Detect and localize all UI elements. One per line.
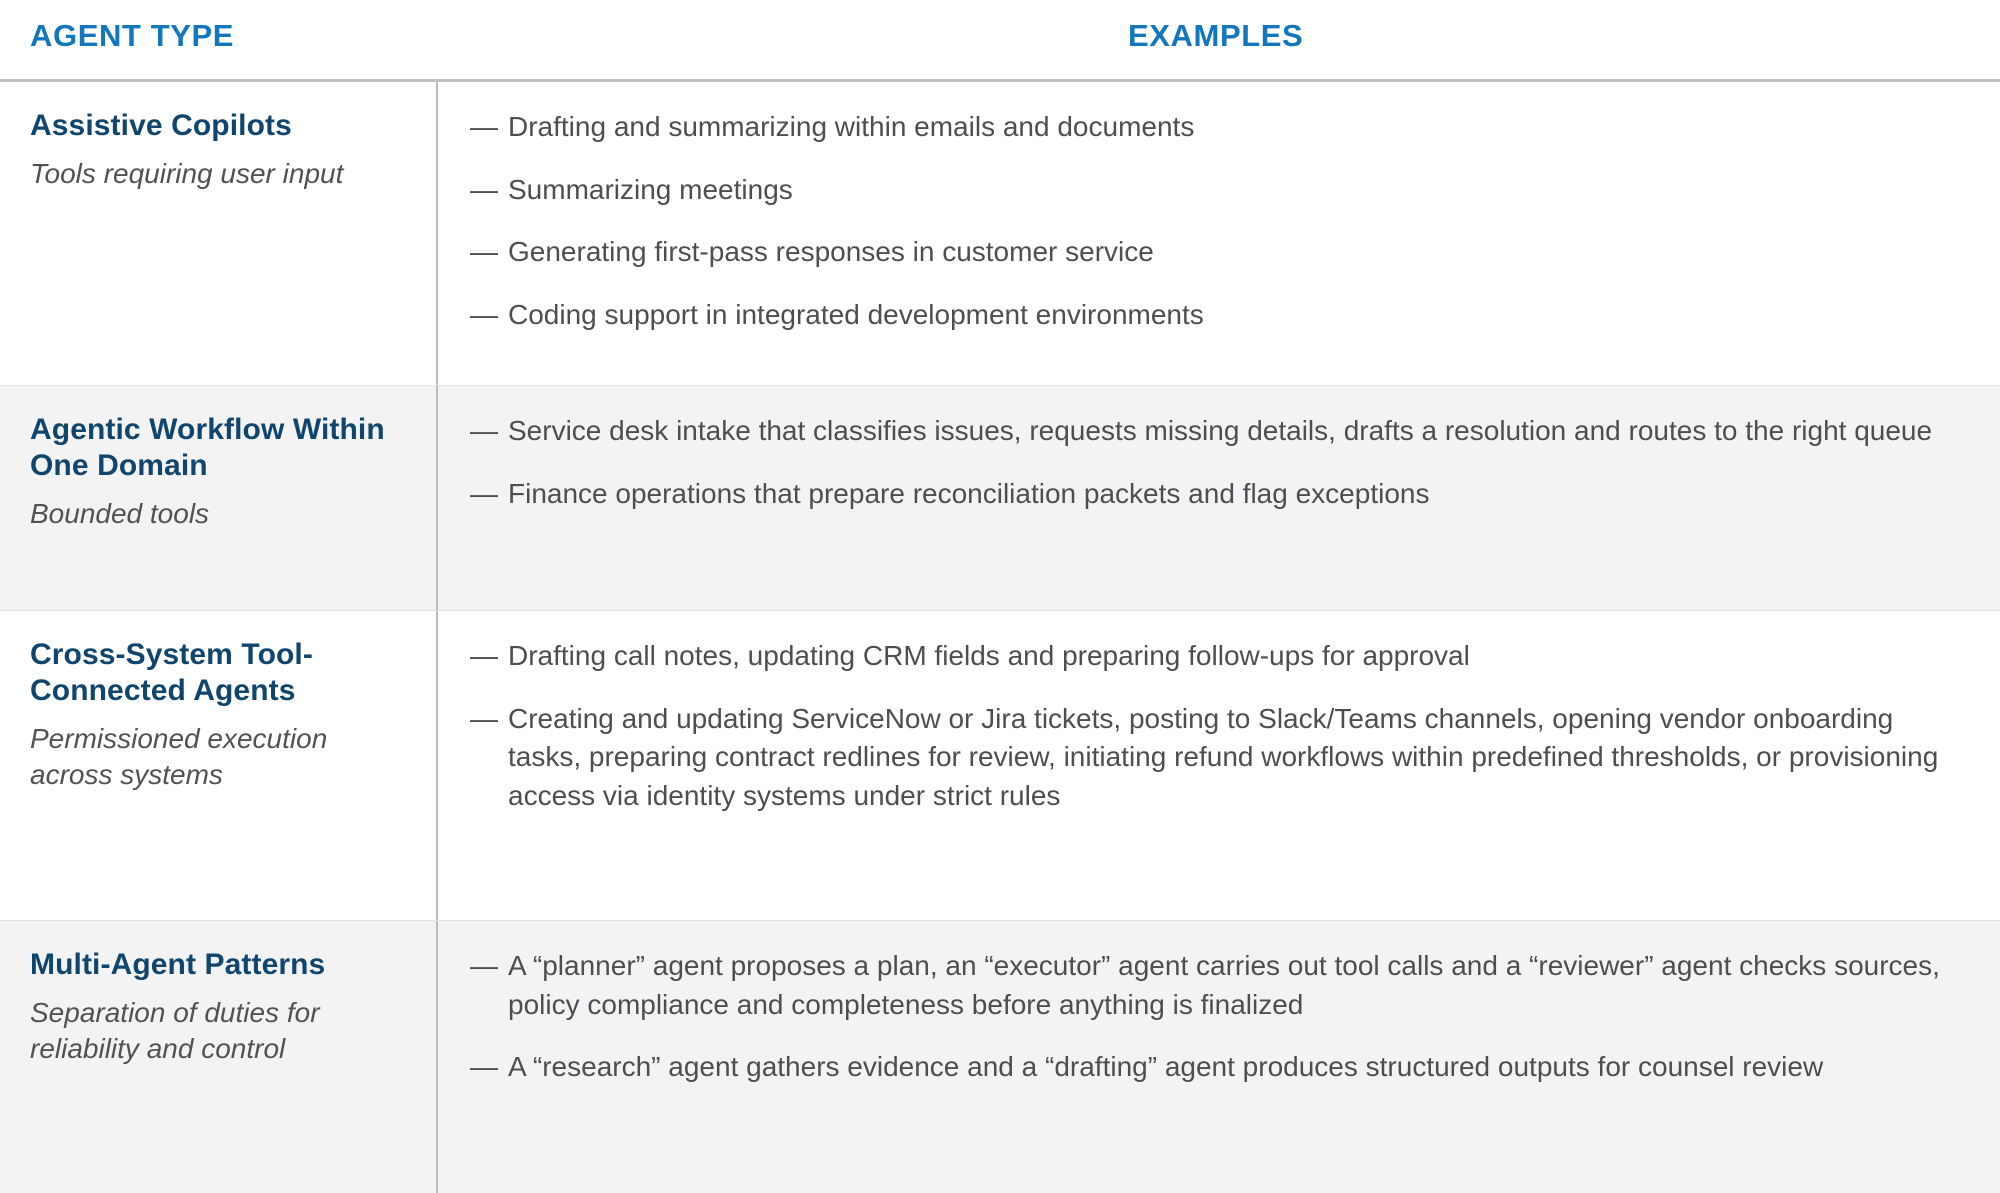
agent-type-title: Assistive Copilots [30,109,292,142]
table-header-row: AGENT TYPE EXAMPLES [0,0,2000,82]
example-list-item: — Drafting and summarizing within emails … [470,108,1970,147]
example-list-item: — A “planner” agent proposes a plan, an “… [470,947,1970,1024]
em-dash-bullet-icon: — [470,702,498,734]
example-text: Drafting call notes, updating CRM fields… [508,640,1470,671]
example-list-item: — Summarizing meetings [470,171,1970,210]
em-dash-bullet-icon: — [470,298,498,330]
em-dash-bullet-icon: — [470,111,498,142]
em-dash-bullet-icon: — [470,950,498,981]
examples-cell: — Service desk intake that classifies iss… [438,386,2000,610]
example-text: A “planner” agent proposes a plan, an “e… [508,950,1940,1020]
agent-type-subtitle: Separation of duties for reliability and… [30,997,320,1064]
examples-cell: — A “planner” agent proposes a plan, an “… [438,921,2000,1193]
agent-type-title: Cross-System Tool-Connected Agents [30,638,313,707]
example-list-item: — Creating and updating ServiceNow or Jir… [470,700,1970,816]
examples-cell: — Drafting and summarizing within emails … [438,82,2000,385]
em-dash-bullet-icon: — [470,173,498,205]
agent-type-subtitle: Permissioned execution across systems [30,723,328,790]
agent-type-subtitle: Bounded tools [30,498,210,529]
example-list-item: — Drafting call notes, updating CRM field… [470,637,1970,676]
agent-type-title: Agentic Workflow Within One Domain [30,413,385,482]
example-text: Service desk intake that classifies issu… [508,415,1933,446]
examples-list: — Drafting call notes, updating CRM field… [470,637,1970,816]
example-list-item: — Finance operations that prepare reconci… [470,475,1970,514]
em-dash-bullet-icon: — [470,477,498,509]
example-text: Coding support in integrated development… [508,298,1204,330]
em-dash-bullet-icon: — [470,1051,498,1083]
example-list-item: — Coding support in integrated developmen… [470,296,1970,335]
example-text: Creating and updating ServiceNow or Jira… [508,702,1939,811]
examples-list: — Service desk intake that classifies iss… [470,412,1970,513]
examples-list: — A “planner” agent proposes a plan, an “… [470,947,1970,1087]
agent-type-subtitle: Tools requiring user input [30,158,344,189]
em-dash-bullet-icon: — [470,415,498,446]
em-dash-bullet-icon: — [470,640,498,671]
example-text: Summarizing meetings [508,173,793,205]
agent-type-title: Multi-Agent Patterns [30,948,326,981]
example-text: A “research” agent gathers evidence and … [508,1051,1824,1083]
em-dash-bullet-icon: — [470,236,498,268]
examples-cell: — Drafting call notes, updating CRM field… [438,611,2000,920]
example-list-item: — A “research” agent gathers evidence and… [470,1048,1970,1087]
column-header-agent-type: AGENT TYPE [30,18,235,53]
example-list-item: — Generating first-pass responses in cust… [470,233,1970,272]
example-text: Drafting and summarizing within emails a… [508,111,1195,142]
examples-list: — Drafting and summarizing within emails … [470,108,1970,335]
example-list-item: — Service desk intake that classifies iss… [470,412,1970,451]
column-header-examples: EXAMPLES [1128,18,1304,53]
example-text: Generating first-pass responses in custo… [508,236,1154,268]
example-text: Finance operations that prepare reconcil… [508,477,1430,509]
